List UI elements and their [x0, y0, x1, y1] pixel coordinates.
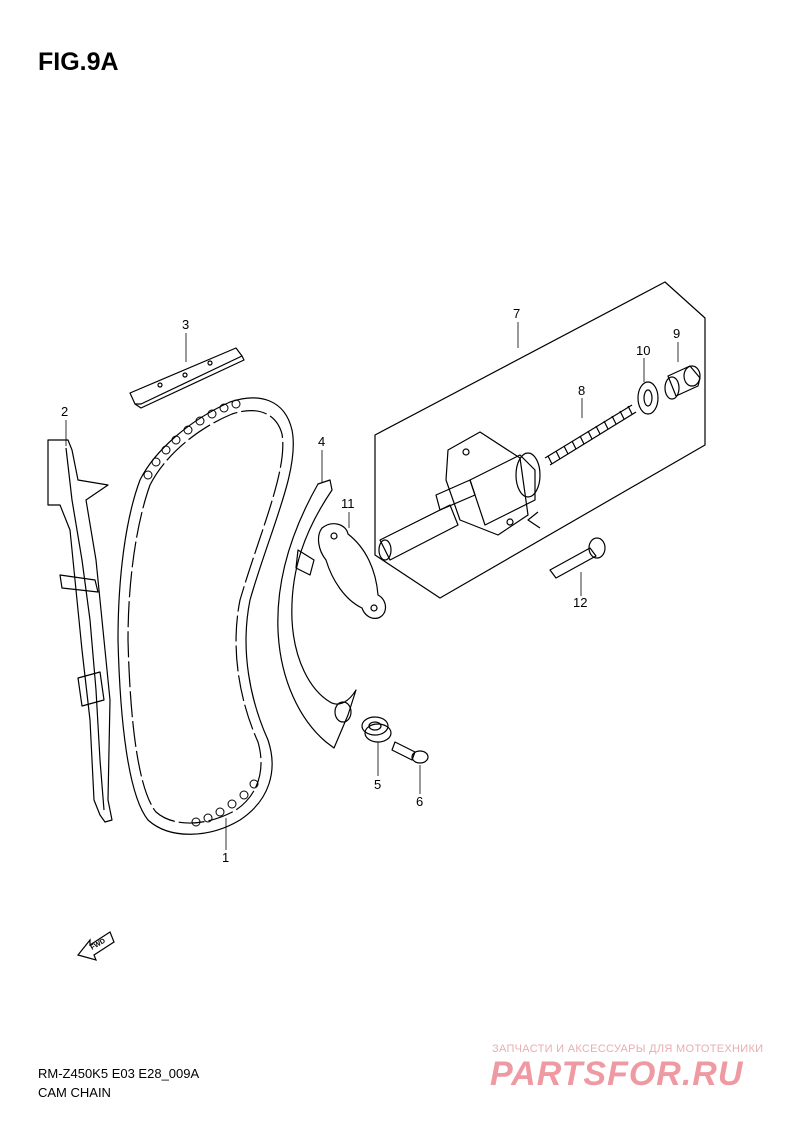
part-10-washer[interactable]: [637, 381, 659, 415]
callout-10: 10: [636, 343, 650, 358]
model-code: RM-Z450K5 E03 E28_009A: [38, 1066, 200, 1081]
callout-3: 3: [182, 317, 189, 332]
part-2-chain-guide[interactable]: [47, 439, 113, 823]
callout-6: 6: [416, 794, 423, 809]
callout-5: 5: [374, 777, 381, 792]
part-4-tensioner-arm[interactable]: [277, 479, 357, 749]
callout-1: 1: [222, 850, 229, 865]
part-6-bolt[interactable]: [391, 741, 429, 764]
part-3-guide-plate[interactable]: [129, 347, 245, 409]
callout-11: 11: [341, 496, 355, 511]
callout-2: 2: [61, 404, 68, 419]
leader-lines: [65, 322, 679, 850]
callout-4: 4: [318, 434, 325, 449]
part-8-spring[interactable]: [544, 404, 637, 466]
section-name: CAM CHAIN: [38, 1085, 111, 1100]
figure-title: FIG.9A: [38, 48, 119, 76]
part-12-bolt[interactable]: [549, 537, 606, 579]
part-7-tensioner-body[interactable]: [378, 431, 541, 561]
part-7-tensioner-assembly-box: [374, 281, 706, 599]
callout-8: 8: [578, 383, 585, 398]
part-11-gasket[interactable]: [317, 523, 387, 619]
part-1-cam-chain[interactable]: [117, 397, 294, 835]
callout-7: 7: [513, 306, 520, 321]
watermark-logo: PARTSFOR.RU: [490, 1055, 744, 1093]
part-9-plug-bolt[interactable]: [664, 365, 701, 400]
part-5-spacer[interactable]: [361, 716, 392, 743]
fwd-arrow-icon: FWD: [76, 931, 115, 961]
watermark-subtitle: ЗАПЧАСТИ И АКСЕССУАРЫ ДЛЯ МОТОТЕХНИКИ: [492, 1043, 764, 1055]
callout-12: 12: [573, 595, 587, 610]
callout-9: 9: [673, 326, 680, 341]
